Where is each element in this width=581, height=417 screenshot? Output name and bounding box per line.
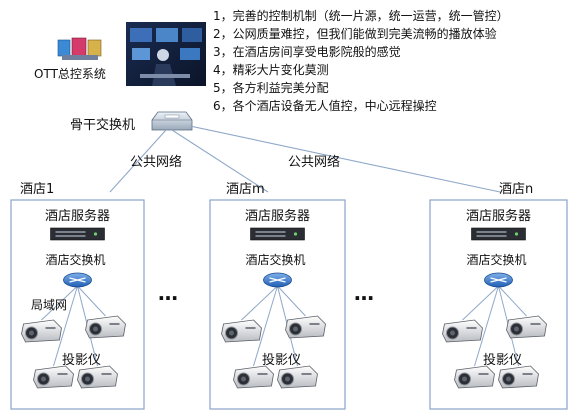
hotel-server-label: 酒店服务器 [45, 208, 110, 224]
public-network-label-left: 公共网络 [130, 154, 182, 170]
backbone-switch-icon [151, 111, 193, 131]
feature-item-6: 6，各个酒店设备无人值控，中心远程操控 [213, 98, 437, 113]
public-network-label-right: 公共网络 [288, 154, 340, 170]
projector-icon [506, 315, 547, 339]
hotel-server-label: 酒店服务器 [466, 208, 531, 224]
projector-label: 投影仪 [62, 352, 101, 368]
hotel-switch-label: 酒店交换机 [245, 252, 305, 267]
ott-label: OTT总控系统 [34, 67, 106, 81]
projector-icon [442, 319, 483, 343]
hotel-switch-label: 酒店交换机 [45, 252, 105, 267]
hotel-name: 酒店1 [20, 182, 54, 197]
projector-icon [77, 365, 118, 389]
lan-label: 局域网 [31, 298, 67, 312]
ellipsis-left: … [158, 281, 178, 305]
hotel-name: 酒店m [226, 182, 265, 197]
hotel-server-label: 酒店服务器 [245, 208, 310, 224]
hotel-switch-icon [263, 272, 292, 288]
control-room-image [126, 22, 206, 86]
projector-label: 投影仪 [483, 352, 522, 368]
ott-icons [57, 37, 102, 60]
projector-icon [221, 319, 262, 343]
server-icon [50, 227, 105, 241]
hotel-switch-label: 酒店交换机 [466, 252, 526, 267]
projector-icon [233, 365, 274, 389]
backbone-label: 骨干交换机 [70, 117, 135, 133]
feature-item-4: 4，精彩大片变化莫测 [213, 62, 329, 77]
feature-item-2: 2，公网质量难控，但我们能做到完美流畅的播放体验 [213, 26, 497, 41]
ellipsis-right: … [354, 281, 374, 305]
feature-item-3: 3，在酒店房间享受电影院般的感觉 [213, 44, 401, 59]
projector-icon [85, 315, 126, 339]
projector-icon [454, 365, 495, 389]
feature-item-1: 1，完善的控制机制（统一片源，统一运营，统一管控） [213, 8, 509, 23]
hotel-switch-icon [484, 272, 513, 288]
feature-list: 1，完善的控制机制（统一片源，统一运营，统一管控） 2，公网质量难控，但我们能做… [213, 8, 509, 113]
hotel-name: 酒店n [499, 182, 533, 197]
projector-label: 投影仪 [262, 352, 301, 368]
projector-icon [498, 365, 539, 389]
server-icon [471, 227, 526, 241]
public-network-links [109, 125, 501, 193]
projector-icon [285, 315, 326, 339]
feature-item-5: 5，各方利益完美分配 [213, 80, 329, 95]
projector-icon [21, 319, 62, 343]
server-icon [250, 227, 305, 241]
projector-icon [277, 365, 318, 389]
projector-icon [33, 365, 74, 389]
hotel-switch-icon [63, 272, 92, 288]
